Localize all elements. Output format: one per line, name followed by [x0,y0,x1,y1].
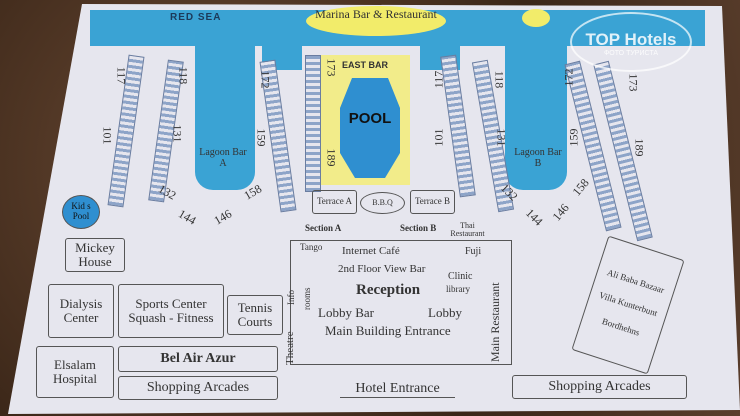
watermark-sub: ФОТО ТУРИСТА [603,50,659,57]
tophotels-watermark: TOP Hotels ФОТО ТУРИСТА [570,12,692,72]
terrace-b: Terrace B [410,190,455,214]
mickey-house: Mickey House [65,238,125,272]
unit-number: 146 [549,200,572,224]
watermark-brand: TOP Hotels [585,30,677,49]
dialysis-center: Dialysis Center [48,284,114,338]
unit-number: 158 [569,175,592,199]
marina-badge [522,9,550,27]
terrace-a: Terrace A [312,190,357,214]
elsalam-hospital: Elsalam Hospital [36,346,114,398]
unit-number: 131 [494,128,509,147]
library: library [446,284,470,294]
hotel-entrance: Hotel Entrance [340,381,455,398]
kids-pool: Kid s Pool [62,195,100,229]
theatre: Theatre [284,331,296,365]
right-block: Ali Baba Bazaar Villa Kunterbunt Bordheh… [571,235,685,375]
unit-number: 117 [431,70,446,89]
unit-number: 117 [114,66,129,85]
unit-number: 146 [211,206,235,228]
section-a: Section A [305,223,342,233]
ali-baba-bazaar: Ali Baba Bazaar [605,267,666,296]
lagoon-bar-b: Lagoon Bar B [514,147,562,169]
unit-number: 101 [100,126,115,145]
reception: Reception [356,282,421,298]
bordhehns: Bordhehns [600,316,642,338]
shopping-arcades-right: Shopping Arcades [512,375,687,399]
main-building-outline [290,240,512,365]
clinic: Clinic [448,271,473,282]
section-b: Section B [400,223,437,233]
unit-number: 144 [523,205,546,229]
sports-center: Sports Center Squash - Fitness [118,284,224,338]
thai-restaurant: Thai Restaurant [450,221,485,239]
lagoon-bar-a: Lagoon Bar A [199,147,247,169]
lobby-bar: Lobby Bar [318,305,374,320]
bbq: B.B.Q [360,192,405,214]
unit-number: 172 [258,70,273,89]
unit-number: 189 [632,138,647,157]
internet-cafe: Internet Café [342,245,400,257]
red-sea-label: RED SEA [170,12,222,23]
unit-number: 118 [176,66,191,85]
pool [340,78,400,178]
building-row [305,55,321,192]
info: Info [286,290,296,305]
unit-number: 173 [626,73,641,92]
tango: Tango [300,242,323,252]
fuji: Fuji [465,246,482,257]
pool-label: POOL [348,110,392,127]
view-bar: 2nd Floor View Bar [338,263,426,275]
unit-number: 172 [561,68,576,87]
unit-number: 159 [254,128,269,147]
lobby: Lobby [428,305,462,320]
left-lagoon [195,40,255,190]
marina-bar: Marina Bar & Restaurant [306,6,446,36]
main-restaurant: Main Restaurant [488,282,502,362]
villa-kunterbunt: Villa Kunterbunt [597,289,659,319]
unit-number: 101 [431,128,446,147]
unit-number: 118 [492,70,507,89]
unit-number: 159 [566,128,581,147]
east-bar-label: EAST BAR [341,60,388,70]
bel-air-azur: Bel Air Azur [118,346,278,372]
unit-number: 131 [170,124,185,143]
right-lagoon [505,40,567,190]
main-building-entrance: Main Building Entrance [325,323,451,338]
shopping-arcades-left: Shopping Arcades [118,376,278,400]
unit-number: 189 [324,148,339,167]
rooms: rooms [302,287,312,311]
unit-number: 144 [175,206,199,228]
tennis-courts: Tennis Courts [227,295,283,335]
unit-number: 173 [324,58,339,77]
